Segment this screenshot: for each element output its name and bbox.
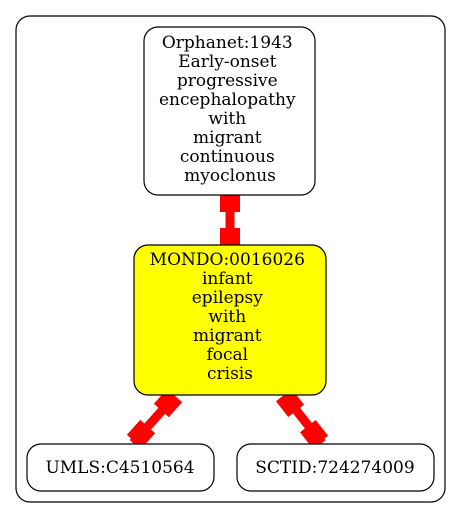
cluster-frame [15,15,446,503]
node-mondo-line: crisis [207,364,253,384]
edges-layer [126,192,329,449]
node-mondo-line: migrant [193,326,262,346]
node-orphanet-line: Orphanet:1943 [162,33,293,53]
node-umls-line: UMLS:C4510564 [45,458,194,478]
svg-text:Orphanet:1943 Early-onse: Orphanet:1943 Early-onset progressive en… [159,33,301,186]
node-orphanet-line: Early-onset [178,52,276,72]
node-sctid-line: SCTID:724274009 [255,458,414,478]
node-orphanet-line: myoclonus [184,166,276,186]
node-orphanet-line: encephalopathy [159,90,296,110]
node-sctid[interactable]: SCTID:724274009 [236,443,435,492]
edge-tee-marker [126,419,156,449]
edge-tee-marker [153,388,183,418]
edge-orphanet-mondo [220,192,240,248]
edge-tee-marker [299,419,329,449]
node-orphanet-line: progressive [177,71,278,91]
node-mondo-line: with [208,307,246,327]
edge-mondo-sctid [275,388,329,449]
node-mondo-line: MONDO:0016026 [150,250,305,270]
node-orphanet-line: continuous [180,147,275,167]
svg-text:UMLS:C4510564: UMLS:C4510564 [45,458,194,478]
node-mondo-line: focal [206,345,248,365]
node-orphanet-line: migrant [193,128,262,148]
edge-tee-marker [220,192,240,212]
node-orphanet-line: with [208,109,246,129]
node-mondo-line: infant [202,269,253,289]
node-umls[interactable]: UMLS:C4510564 [26,443,215,492]
edge-mondo-umls [126,388,183,449]
svg-text:MONDO:0016026 infant: MONDO:0016026 infant epilepsy with migra… [150,250,311,384]
node-mondo[interactable]: MONDO:0016026 infant epilepsy with migra… [133,244,327,396]
node-mondo-line: epilepsy [192,288,263,308]
edge-tee-marker [220,228,240,248]
svg-text:SCTID:724274009: SCTID:724274009 [255,458,414,478]
edge-tee-marker [275,388,305,418]
node-orphanet[interactable]: Orphanet:1943 Early-onset progressive en… [143,26,316,196]
